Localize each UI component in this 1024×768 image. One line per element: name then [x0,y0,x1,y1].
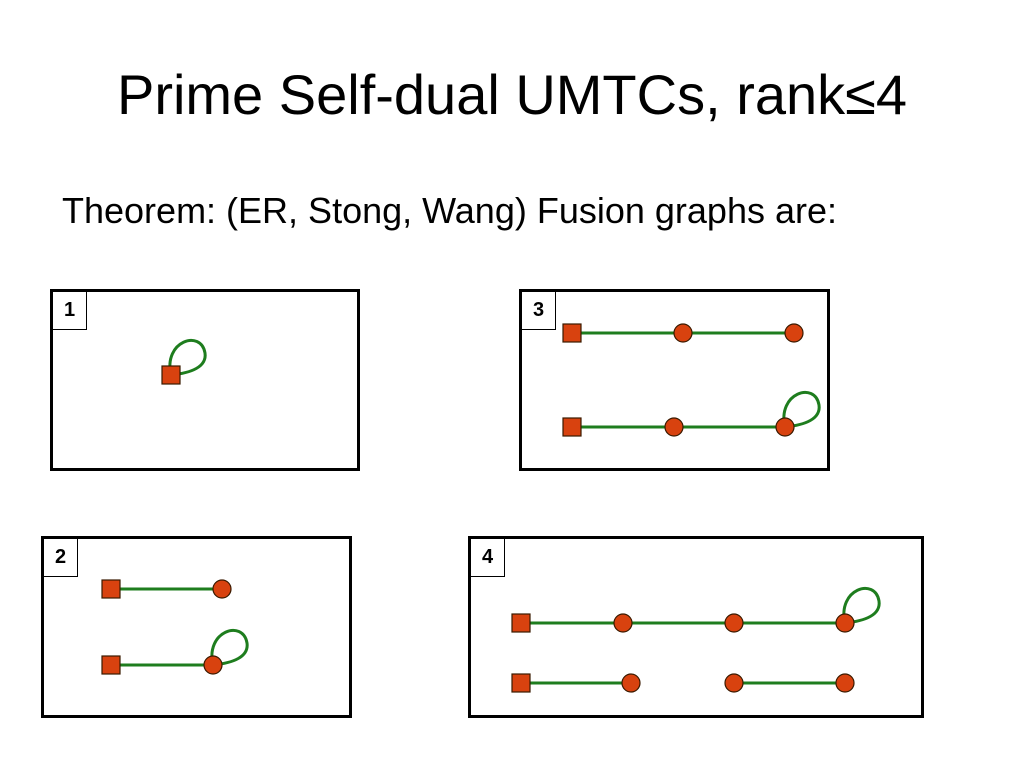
unit-object-node [511,673,531,693]
panel-rank-2: 2 [41,536,352,718]
simple-object-node [724,673,744,693]
unit-object-node [511,613,531,633]
unit-object-node [562,323,582,343]
self-loop [782,391,821,429]
unit-object-node [101,655,121,675]
unit-object-node [161,365,181,385]
simple-object-node [664,417,684,437]
panel-rank-3: 3 [519,289,830,471]
simple-object-node [203,655,223,675]
self-loop [210,629,249,667]
simple-object-node [784,323,804,343]
panel-label: 3 [522,292,556,330]
simple-object-node [613,613,633,633]
unit-object-node [101,579,121,599]
simple-object-node [621,673,641,693]
simple-object-node [835,613,855,633]
simple-object-node [212,579,232,599]
panel-label: 1 [53,292,87,330]
self-loop [168,339,207,377]
simple-object-node [673,323,693,343]
panel-label: 2 [44,539,78,577]
theorem-statement: Theorem: (ER, Stong, Wang) Fusion graphs… [62,190,838,231]
slide-title: Prime Self-dual UMTCs, rank≤4 [116,63,908,126]
simple-object-node [835,673,855,693]
simple-object-node [724,613,744,633]
panel-label: 4 [471,539,505,577]
panel-rank-1: 1 [50,289,360,471]
unit-object-node [562,417,582,437]
simple-object-node [775,417,795,437]
self-loop [842,587,881,625]
